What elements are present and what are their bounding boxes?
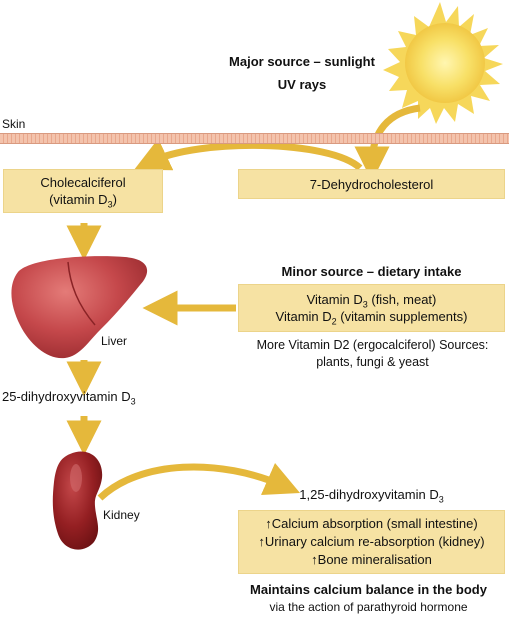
chole-line1: Cholecalciferol <box>40 175 126 190</box>
maintains-title: Maintains calcium balance in the body <box>250 582 487 597</box>
kidney-icon <box>52 451 103 550</box>
dietary-box: Vitamin D3 (fish, meat) Vitamin D2 (vita… <box>238 284 505 332</box>
up-arrow-icon: ↑ <box>265 516 272 531</box>
kidney-label: Kidney <box>103 508 140 522</box>
dihydroxy25-label: 25-dihydroxyvitamin D3 <box>2 389 136 407</box>
arrow-kidney-to-125d <box>97 462 301 501</box>
arrow-sun-to-dehydro <box>354 104 421 182</box>
cholecalciferol-box: Cholecalciferol (vitamin D3) <box>3 169 163 213</box>
effects-box: ↑Calcium absorption (small intestine) ↑U… <box>238 510 505 574</box>
up-arrow-icon: ↑ <box>258 534 265 549</box>
dehydrocholesterol-box: 7-Dehydrocholesterol <box>238 169 505 199</box>
chole-line2: (vitamin D3) <box>49 192 117 210</box>
effect-calcium-absorption: ↑Calcium absorption (small intestine) <box>265 516 478 531</box>
effect-urinary-reabsorption: ↑Urinary calcium re-absorption (kidney) <box>258 534 485 549</box>
maintains-subtitle: via the action of parathyroid hormone <box>269 600 468 614</box>
more-sources-line2: plants, fungi & yeast <box>316 355 429 369</box>
effect-bone-mineralisation: ↑Bone mineralisation <box>311 552 432 567</box>
dihydroxy125-label: 1,25-dihydroxyvitamin D3 <box>299 487 444 505</box>
skin-label: Skin <box>2 117 26 131</box>
liver-label: Liver <box>101 334 128 348</box>
arrow-dehydro-to-chole <box>134 138 363 171</box>
skin-layer <box>0 133 509 144</box>
uv-rays-label: UV rays <box>277 77 327 92</box>
up-arrow-icon: ↑ <box>311 552 318 567</box>
dietary-line1: Vitamin D3 (fish, meat) <box>306 292 437 310</box>
liver-icon <box>11 256 148 359</box>
dehydro-label: 7-Dehydrocholesterol <box>309 176 434 192</box>
sun-icon <box>383 2 503 124</box>
dietary-line2: Vitamin D2 (vitamin supplements) <box>275 309 468 327</box>
more-sources-line1: More Vitamin D2 (ergocalciferol) Sources… <box>256 338 489 352</box>
minor-source-title: Minor source – dietary intake <box>281 264 462 279</box>
major-source-title: Major source – sunlight <box>229 54 375 69</box>
